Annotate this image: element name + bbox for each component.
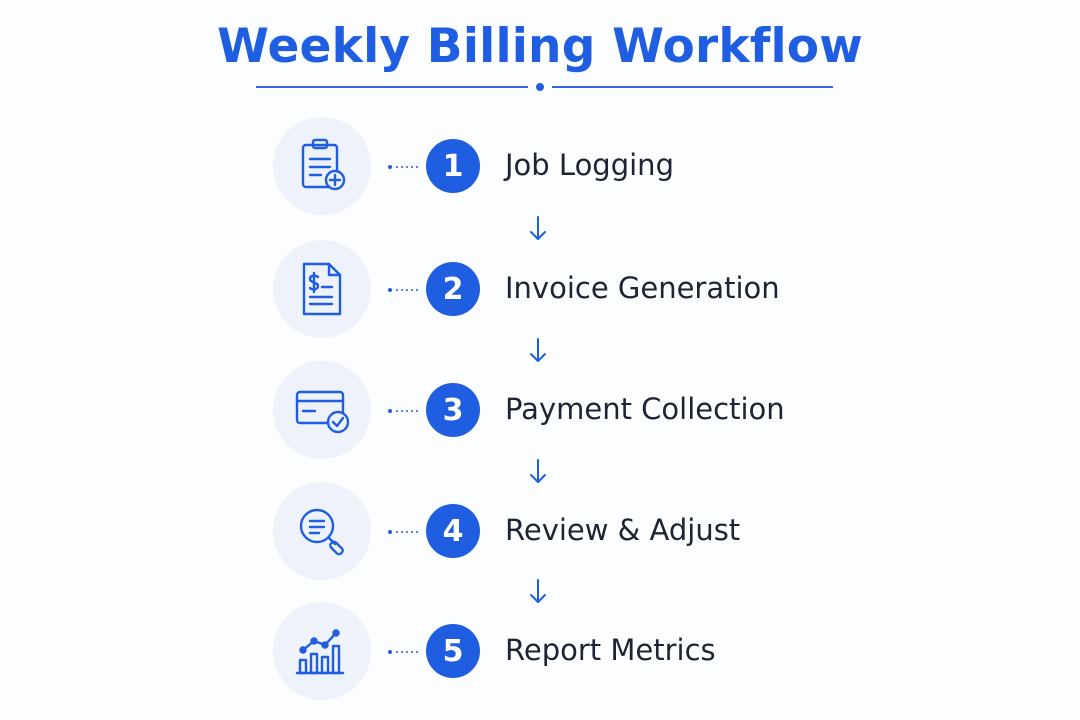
step-number-badge: 2 [426, 262, 480, 316]
title-divider-right [552, 86, 833, 88]
title-divider-dot [536, 83, 544, 91]
step-label: Payment Collection [505, 392, 785, 426]
step-connector [388, 409, 418, 413]
down-arrow-icon [530, 216, 546, 240]
title-divider-left [256, 86, 528, 88]
step-connector [388, 288, 418, 292]
credit-card-check-icon [273, 361, 371, 459]
step-number-badge: 3 [426, 383, 480, 437]
magnifier-document-icon [273, 482, 371, 580]
step-4: 4 Review & Adjust [273, 482, 833, 580]
step-label: Review & Adjust [505, 513, 741, 547]
step-label: Job Logging [505, 148, 674, 182]
bar-chart-trend-icon [273, 602, 371, 700]
page-title: Weekly Billing Workflow [217, 19, 863, 74]
step-number-badge: 1 [426, 139, 480, 193]
step-1: 1 Job Logging [273, 117, 833, 215]
step-label: Report Metrics [505, 633, 716, 667]
invoice-dollar-icon [273, 240, 371, 338]
step-2: 2 Invoice Generation [273, 240, 833, 338]
clipboard-add-icon [273, 117, 371, 215]
down-arrow-icon [530, 338, 546, 362]
down-arrow-icon [530, 459, 546, 483]
step-3: 3 Payment Collection [273, 361, 833, 459]
step-connector [388, 650, 418, 654]
step-connector [388, 165, 418, 169]
step-number-badge: 4 [426, 504, 480, 558]
step-5: 5 Report Metrics [273, 602, 833, 700]
step-number-badge: 5 [426, 624, 480, 678]
step-label: Invoice Generation [505, 271, 780, 305]
step-connector [388, 530, 418, 534]
down-arrow-icon [530, 579, 546, 603]
